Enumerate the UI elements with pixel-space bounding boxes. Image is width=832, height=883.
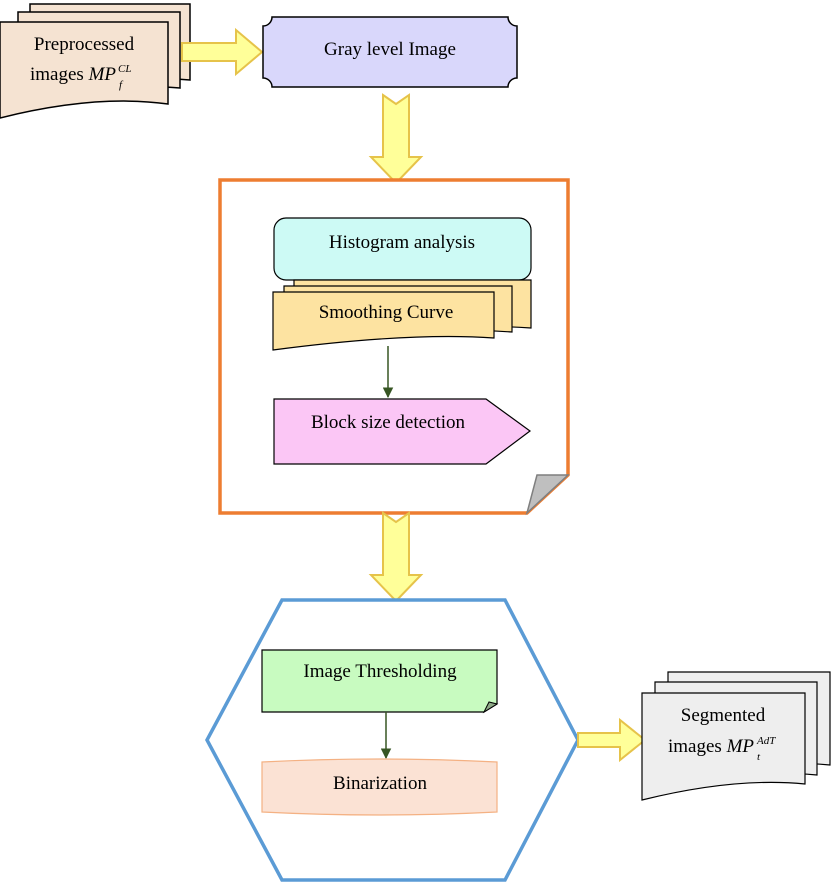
smoothing-doc-front — [272, 291, 495, 351]
input-doc-sub: f — [119, 79, 124, 91]
block-arrow-right-1 — [181, 27, 264, 77]
block-arrow-down-1 — [368, 93, 424, 185]
gray-level-label: Gray level Image — [324, 39, 456, 60]
input-doc-front — [0, 21, 169, 119]
block-size-label: Block size detection — [311, 412, 466, 433]
input-doc-sup: CL — [118, 63, 131, 75]
gray-level-node: Gray level Image — [262, 16, 518, 88]
output-doc-front — [641, 692, 806, 801]
histogram-group: Histogram analysis Smoothing Curve Block… — [218, 178, 570, 516]
output-doc-var: MP — [726, 736, 755, 757]
binarization-node — [261, 758, 498, 816]
binarization-label: Binarization — [333, 773, 427, 794]
block-arrow-right-2 — [577, 717, 647, 763]
input-doc-var: MP — [88, 64, 117, 85]
block-size-node — [273, 398, 532, 465]
output-doc-sub: t — [757, 751, 761, 763]
output-documents-node: Segmented images MP AdT t — [641, 671, 831, 801]
input-doc-line1: Preprocessed — [34, 34, 135, 55]
input-documents-node: Preprocessed images MP CL f — [0, 3, 191, 119]
input-doc-prefix: images — [30, 64, 89, 85]
block-arrow-down-2 — [368, 511, 424, 603]
thresholding-label: Image Thresholding — [303, 661, 457, 682]
output-doc-sup: AdT — [756, 735, 776, 747]
folded-corner — [525, 474, 570, 516]
threshold-group: Image Thresholding Binarization — [205, 598, 580, 882]
smoothing-label: Smoothing Curve — [319, 302, 454, 323]
output-doc-line2: images MP — [668, 736, 754, 757]
input-doc-line2: images MP — [30, 64, 116, 85]
smoothing-node: Smoothing Curve — [272, 279, 532, 351]
threshold-group-border — [205, 598, 580, 882]
gray-level-shape — [262, 16, 518, 88]
output-doc-prefix: images — [668, 736, 727, 757]
output-doc-line1: Segmented — [681, 705, 766, 726]
thresholding-fold — [482, 701, 499, 714]
histogram-label: Histogram analysis — [329, 232, 475, 253]
